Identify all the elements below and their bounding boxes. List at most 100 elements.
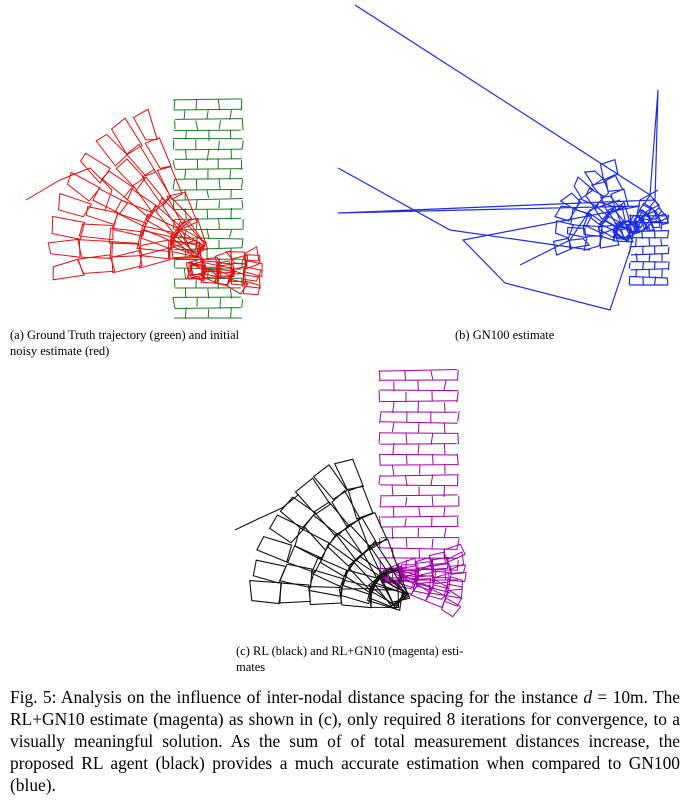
- rl-gn10-row-line: [380, 389, 459, 392]
- noisy-cell: [170, 239, 203, 259]
- gn100-cell: [559, 192, 582, 211]
- gn100-cell: [657, 213, 670, 226]
- rl-gn10-col-line: [443, 506, 446, 516]
- gn100-cell: [635, 209, 648, 221]
- rl-gn10-col-line: [391, 485, 394, 496]
- rl-cell: [347, 485, 374, 520]
- gn100-estimate-trajectory: [337, 4, 670, 311]
- rl-gn10-cell: [415, 577, 432, 591]
- rl-gn10-row-line: [380, 484, 458, 487]
- gn100-col-line: [648, 253, 651, 262]
- rl-gn10-cell: [428, 551, 450, 565]
- rl-cell: [312, 464, 348, 501]
- caption-c-line2: mates: [236, 660, 266, 674]
- ground-truth-col-line: [183, 110, 186, 120]
- noisy-cell: [141, 168, 172, 205]
- gn100-cell: [599, 158, 619, 183]
- rl-gn10-col-line: [418, 505, 421, 517]
- caption-a: (a) Ground Truth trajectory (green) and …: [10, 327, 330, 359]
- noisy-cell: [178, 217, 209, 254]
- ground-truth-col-line: [206, 189, 210, 199]
- noisy-cell: [188, 262, 207, 280]
- rl-cell: [378, 567, 409, 608]
- ground-truth-col-line: [218, 217, 220, 230]
- noisy-cell: [162, 195, 193, 229]
- rl-gn10-cell: [424, 588, 447, 609]
- noisy-cell: [101, 170, 134, 201]
- ground-truth-row-line: [174, 208, 243, 211]
- rl-gn10-col-line: [379, 496, 382, 507]
- gn100-row-line: [629, 244, 669, 248]
- ground-truth-col-line: [217, 99, 221, 111]
- rl-gn10-col-line: [457, 369, 459, 381]
- noisy-cell: [215, 264, 235, 277]
- ground-truth-col-line: [218, 120, 222, 130]
- gn100-col-line: [660, 238, 663, 246]
- rl-gn10-col-line: [404, 475, 408, 487]
- rl-gn10-col-line: [405, 496, 408, 506]
- rl-gn10-row-line: [380, 464, 459, 466]
- gn100-col-line: [648, 237, 651, 246]
- rl-gn10-col-line: [430, 370, 434, 380]
- noisy-cell: [114, 199, 154, 228]
- gn100-col-line: [653, 260, 656, 270]
- gn100-cell: [583, 170, 605, 187]
- rl-gn10-row-line: [380, 421, 458, 424]
- ground-truth-row-line: [173, 228, 242, 231]
- rl-cell: [342, 569, 379, 596]
- caption-c: (c) RL (black) and RL+GN10 (magenta) est…: [236, 643, 486, 675]
- ground-truth-col-line: [241, 140, 244, 150]
- rl-cell: [286, 544, 323, 574]
- rl-cell: [336, 523, 371, 562]
- noisy-cell: [200, 268, 217, 284]
- rl-gn10-col-line: [443, 380, 447, 391]
- ground-truth-row-line: [172, 98, 242, 101]
- ground-truth-col-line: [229, 169, 232, 180]
- noisy-cell: [145, 204, 181, 238]
- figure-caption-math: d: [583, 687, 593, 707]
- figure-caption-part1: Fig. 5: Analysis on the influence of int…: [10, 687, 584, 707]
- rl-gn10-col-line: [405, 432, 408, 445]
- ground-truth-col-line: [172, 178, 176, 190]
- rl-cell: [352, 546, 388, 586]
- rl-cell: [357, 511, 388, 551]
- rl-gn10-col-line: [378, 474, 381, 485]
- rl-cell: [326, 532, 364, 567]
- noisy-cell: [78, 223, 114, 241]
- gn100-outlier-path: [337, 4, 659, 311]
- noisy-cell: [51, 215, 86, 240]
- gn100-cell: [554, 220, 575, 239]
- rl-gn10-col-line: [391, 422, 395, 432]
- rl-gn10-col-line: [417, 444, 420, 455]
- rl-gn10-col-line: [432, 454, 434, 465]
- ground-truth-trajectory: [172, 98, 244, 319]
- ground-truth-col-line: [184, 306, 187, 319]
- ground-truth-row-line: [174, 108, 242, 111]
- noisy-cell: [79, 152, 111, 185]
- noisy-cell: [213, 270, 231, 287]
- gn100-cell: [597, 219, 619, 240]
- noisy-cell: [216, 260, 235, 274]
- rl-gn10-col-line: [443, 527, 447, 538]
- rl-cell: [308, 569, 345, 597]
- gn100-col-line: [641, 262, 645, 271]
- noisy-cell: [110, 117, 143, 156]
- gn100-cell: [639, 212, 652, 230]
- rl-gn10-cell: [447, 576, 464, 592]
- rl-gn10-cell: [410, 584, 432, 602]
- noisy-cell: [177, 220, 207, 253]
- rl-gn10-cell: [397, 574, 417, 590]
- gn100-col-line: [634, 238, 637, 247]
- rl-cell: [279, 496, 317, 530]
- rl-gn10-row-line: [380, 474, 459, 477]
- noisy-cell: [242, 280, 261, 296]
- rl-cell: [366, 583, 403, 612]
- ground-truth-col-line: [195, 198, 198, 210]
- noisy-cell: [243, 260, 263, 278]
- gn100-cell: [583, 212, 603, 235]
- noisy-cell: [77, 239, 112, 259]
- caption-b-line1: (b) GN100 estimate: [455, 328, 555, 342]
- rl-gn10-col-line: [405, 538, 408, 548]
- rl-gn10-col-line: [378, 432, 381, 444]
- caption-b: (b) GN100 estimate: [455, 327, 655, 343]
